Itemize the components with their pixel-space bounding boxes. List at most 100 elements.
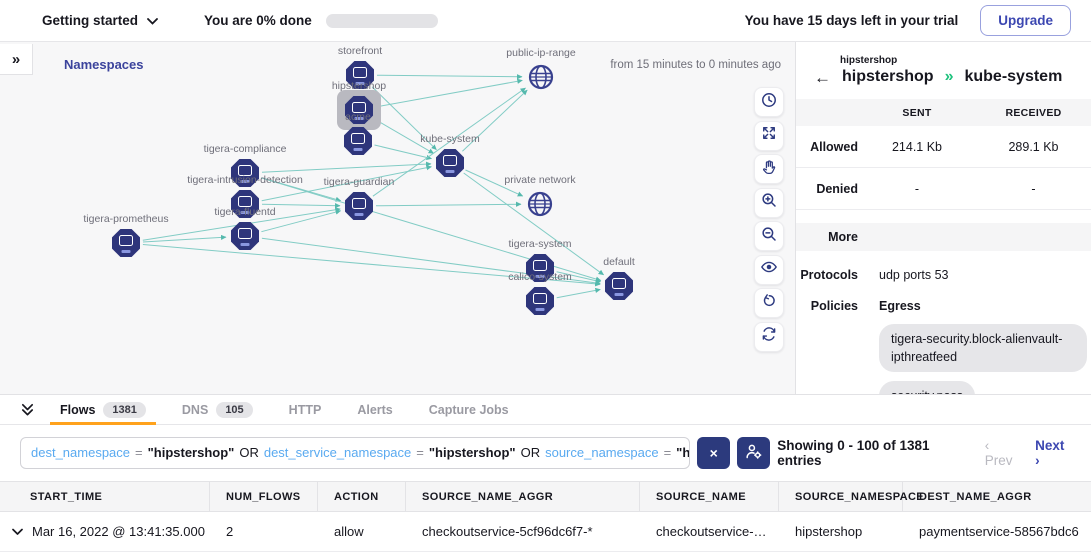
chevron-down-icon <box>147 13 158 28</box>
graph-node-calico-system[interactable]: calico-system <box>480 271 600 316</box>
namespace-monitor-glyph <box>351 133 365 144</box>
getting-started-label: Getting started <box>42 13 139 28</box>
graph-tool-zoom-in-button[interactable] <box>754 187 784 218</box>
policies-row: Policies Egress tigera-security.block-al… <box>796 299 1091 394</box>
namespace-badge <box>240 210 250 214</box>
clear-filter-button[interactable]: × <box>697 436 731 469</box>
graph-node-tigera-guardian[interactable]: tigera-guardian <box>299 176 419 221</box>
details-heading: ← hipstershop » kube-system <box>814 68 1077 86</box>
graph-node-tigera-prometheus[interactable]: tigera-prometheus <box>66 213 186 258</box>
column-header-source_namespace[interactable]: SOURCE_NAMESPACE <box>779 482 924 511</box>
namespace-monitor-glyph <box>238 196 252 207</box>
column-header-source_name_aggr[interactable]: SOURCE_NAME_AGGR <box>406 482 640 511</box>
graph-node-default[interactable]: default <box>559 256 679 301</box>
trial-countdown: You have 15 days left in your trial <box>744 13 959 28</box>
graph-node-private-network[interactable]: private network <box>480 174 600 219</box>
graph-node-tigera-system[interactable]: tigera-system <box>480 238 600 283</box>
policy-pill: security.pass <box>879 381 976 394</box>
collapse-panel-button[interactable] <box>12 402 42 417</box>
tab-http[interactable]: HTTP <box>271 395 340 425</box>
column-header-num_flows[interactable]: NUM_FLOWS <box>210 482 318 511</box>
graph-node-kube-system[interactable]: kube-system <box>390 133 510 178</box>
graph-tool-history-button[interactable] <box>754 87 784 117</box>
policies-direction-label: Egress <box>879 299 921 313</box>
graph-tool-visibility-button[interactable] <box>754 254 784 285</box>
namespace-badge <box>121 249 131 253</box>
graph-breadcrumb-namespaces[interactable]: Namespaces <box>64 57 144 72</box>
graph-node-public-ip-range[interactable]: public-ip-range <box>481 47 601 92</box>
namespace-octagon <box>112 229 140 257</box>
start-time-text: Mar 16, 2022 @ 13:41:35.000 <box>32 524 205 539</box>
policy-pill: tigera-security.block-alienvault-ipthrea… <box>879 324 1087 373</box>
stats-denied-sent: - <box>858 168 976 210</box>
getting-started-menu[interactable]: Getting started <box>42 13 158 28</box>
graph-node-label: tigera-compliance <box>203 143 287 155</box>
graph-tool-undo-button[interactable] <box>754 288 784 318</box>
row-expand-chevron-icon[interactable] <box>12 528 23 536</box>
tab-label: Flows <box>60 403 96 417</box>
stats-corner-cell <box>796 99 858 126</box>
graph-tool-expand-button[interactable] <box>754 120 784 151</box>
tab-dns[interactable]: DNS 105 <box>164 395 271 425</box>
tab-alerts[interactable]: Alerts <box>339 395 410 425</box>
graph-node-label: hipstershop <box>331 80 387 92</box>
graph-tool-refresh-button[interactable] <box>754 321 784 352</box>
double-chevron-right-icon: » <box>11 50 21 68</box>
user-settings-button[interactable] <box>737 436 771 469</box>
graph-node-label: tigera-intrusion-detection <box>187 174 303 186</box>
graph-node-hipstershop[interactable]: hipstershop <box>299 80 419 130</box>
graph-node-label: kube-system <box>420 133 480 145</box>
service-graph-canvas[interactable]: » Namespaces from 15 minutes to 0 minute… <box>0 42 795 394</box>
tab-label: DNS <box>181 403 209 417</box>
graph-tool-pan-button[interactable] <box>754 154 784 184</box>
query-token-bool: OR <box>239 445 259 460</box>
graph-node-label: tigera-system <box>508 238 572 250</box>
namespace-octagon <box>345 192 373 220</box>
namespace-badge <box>354 212 364 216</box>
query-token-value: "hipstershop" <box>428 445 516 460</box>
expand-icon <box>760 124 778 147</box>
column-header-start_time[interactable]: START_TIME <box>0 482 210 511</box>
namespace-icon <box>525 253 555 283</box>
tab-capture-jobs[interactable]: Capture Jobs <box>411 395 527 425</box>
stats-col-received: RECEIVED <box>976 99 1091 126</box>
namespace-octagon <box>526 287 554 315</box>
policy-pill-list: tigera-security.block-alienvault-ipthrea… <box>879 324 1091 394</box>
prev-page-button[interactable]: ‹ Prev <box>984 437 1013 468</box>
query-token-op: = <box>135 445 143 460</box>
stats-col-sent: SENT <box>858 99 976 126</box>
tab-label: Alerts <box>357 403 393 417</box>
cell-start_time: Mar 16, 2022 @ 13:41:35.000 <box>0 524 210 539</box>
graph-tool-zoom-out-button[interactable] <box>754 221 784 251</box>
stats-row-label: Denied <box>796 168 858 210</box>
namespace-icon <box>344 191 374 221</box>
graph-node-tigera-fluentd[interactable]: tigera-fluentd <box>185 206 305 251</box>
namespace-icon <box>343 126 373 156</box>
column-header-source_name[interactable]: SOURCE_NAME <box>640 482 779 511</box>
tab-count-badge: 105 <box>216 402 253 418</box>
namespace-monitor-glyph <box>352 102 366 113</box>
showing-entries-text: Showing 0 - 100 of 1381 entries <box>777 437 930 468</box>
namespace-monitor-glyph <box>238 228 252 239</box>
namespace-monitor-glyph <box>533 260 547 271</box>
namespace-badge <box>614 292 624 296</box>
namespace-octagon <box>231 222 259 250</box>
upgrade-button[interactable]: Upgrade <box>980 5 1071 36</box>
namespace-monitor-glyph <box>119 235 133 246</box>
next-page-button[interactable]: Next › <box>1035 437 1065 468</box>
back-arrow-icon[interactable]: ← <box>814 67 831 87</box>
expand-sidebar-button[interactable]: » <box>0 44 33 75</box>
graph-node-acme[interactable]: acme <box>298 111 418 156</box>
column-header-dest_name_aggr[interactable]: DEST_NAME_AGGR <box>919 490 1032 503</box>
graph-node-tigera-intrusion-detection[interactable]: tigera-intrusion-detection <box>185 174 305 219</box>
cell-source_name_aggr: checkoutservice-5cf96dc6f7-* <box>422 524 593 539</box>
column-header-action[interactable]: ACTION <box>318 482 406 511</box>
graph-node-tigera-compliance[interactable]: tigera-compliance <box>185 143 305 188</box>
namespace-badge <box>354 116 364 120</box>
graph-node-storefront[interactable]: storefront <box>300 45 420 90</box>
